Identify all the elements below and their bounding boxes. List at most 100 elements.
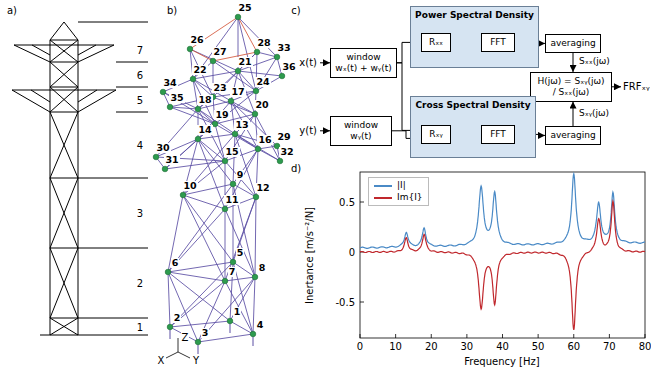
node-dot xyxy=(195,136,201,142)
node-number: 13 xyxy=(234,120,249,130)
node-dot xyxy=(279,73,285,79)
node-number: 4 xyxy=(256,320,265,330)
tower-member xyxy=(198,101,231,139)
tower-member xyxy=(170,281,225,327)
legend-text: |I| xyxy=(397,180,406,192)
magnitude-curve xyxy=(360,174,645,248)
section-number: 3 xyxy=(136,208,144,219)
node-dot xyxy=(230,259,236,265)
averaging-box: averaging xyxy=(545,34,601,53)
panel-letter: d) xyxy=(290,163,302,174)
tower-member xyxy=(193,61,213,79)
tower-member xyxy=(198,277,255,342)
node-dot xyxy=(190,76,196,82)
node-dot xyxy=(277,158,283,164)
tick-label: 70 xyxy=(602,341,617,352)
tower-member xyxy=(225,281,253,334)
legend-text: Im{I} xyxy=(397,192,423,204)
tick-label: 10 xyxy=(388,341,403,352)
tick xyxy=(360,202,364,203)
tower-member xyxy=(183,139,198,195)
node-number: 12 xyxy=(255,183,270,193)
tower-member xyxy=(168,195,183,272)
node-number: 29 xyxy=(276,132,291,142)
node-number: 11 xyxy=(224,195,239,205)
tick xyxy=(645,334,646,338)
node-dot xyxy=(222,158,228,164)
tower-member xyxy=(198,281,225,342)
node-number: 33 xyxy=(276,43,291,53)
node-number: 17 xyxy=(230,87,245,97)
panel-letter: c) xyxy=(290,5,301,16)
imag-curve xyxy=(360,201,645,330)
node-number: 3 xyxy=(201,328,210,338)
connector xyxy=(573,102,574,126)
tower-member xyxy=(193,17,238,79)
correlation-box: Rₓₓ xyxy=(421,33,451,52)
tower-member xyxy=(235,134,277,146)
tower-member xyxy=(235,134,256,197)
tower-member xyxy=(198,139,233,184)
legend-swatch xyxy=(374,197,392,199)
correlation-box: Rₓᵧ xyxy=(421,125,451,144)
node-dot xyxy=(255,146,261,152)
input-arrow xyxy=(320,62,330,63)
tick xyxy=(538,334,539,338)
tick-label: 20 xyxy=(424,341,439,352)
window-box: windowwₓ(t) + wᵧ(t) xyxy=(330,48,397,78)
tower-member xyxy=(168,184,233,272)
section-number: 6 xyxy=(136,70,144,81)
node-dot xyxy=(210,58,216,64)
tick xyxy=(609,334,610,338)
tower-member xyxy=(213,52,257,97)
tower-member xyxy=(238,71,282,76)
node-dot xyxy=(253,88,259,94)
panel-letter: a) xyxy=(6,5,18,16)
node-number: 23 xyxy=(212,83,227,93)
tower-member xyxy=(238,57,277,71)
box-text: window xyxy=(346,52,380,63)
box-text: wₓ(t) + wᵧ(t) xyxy=(335,63,391,74)
node-dot xyxy=(212,121,218,127)
node-dot xyxy=(235,14,241,20)
tick-label: 50 xyxy=(531,341,546,352)
tower-member xyxy=(225,197,256,281)
box-text: Cross Spectral Density xyxy=(415,100,530,111)
tower-member xyxy=(165,124,215,169)
node-dot xyxy=(250,331,256,337)
tower-member xyxy=(225,277,255,281)
node-dot xyxy=(222,206,228,212)
tick-label: 30 xyxy=(460,341,475,352)
tick xyxy=(360,302,364,303)
tick xyxy=(573,334,574,338)
node-number: 20 xyxy=(254,100,269,110)
node-number: 8 xyxy=(258,263,267,273)
node-number: 28 xyxy=(256,38,271,48)
box-text: Rₓᵧ xyxy=(429,129,443,140)
node-dot xyxy=(232,131,238,137)
tower-member xyxy=(190,49,213,61)
node-dot xyxy=(227,318,233,324)
node-dot xyxy=(195,339,201,345)
csd-panel: Cross Spectral DensityRₓᵧFFT xyxy=(410,96,536,158)
fft-box: FFT xyxy=(481,33,515,52)
tick-label: -0.5 xyxy=(334,297,356,308)
legend-box: |I|Im{I} xyxy=(368,177,429,206)
axis-title: Frequency [Hz] xyxy=(463,356,540,367)
section-number: 5 xyxy=(136,95,144,106)
tick-label: 0 xyxy=(356,341,364,352)
signal-label: y(t) xyxy=(298,125,318,136)
tower-member xyxy=(256,76,282,91)
legend-row: Im{I} xyxy=(374,192,423,204)
section-number: 4 xyxy=(136,140,144,151)
panel-letter: b) xyxy=(166,5,178,16)
averaging-box: averaging xyxy=(545,126,601,145)
window-box: windowwᵧ(t) xyxy=(330,116,392,146)
legend-row: |I| xyxy=(374,180,423,192)
node-number: 5 xyxy=(236,248,245,258)
axis-name: Z xyxy=(181,332,190,343)
